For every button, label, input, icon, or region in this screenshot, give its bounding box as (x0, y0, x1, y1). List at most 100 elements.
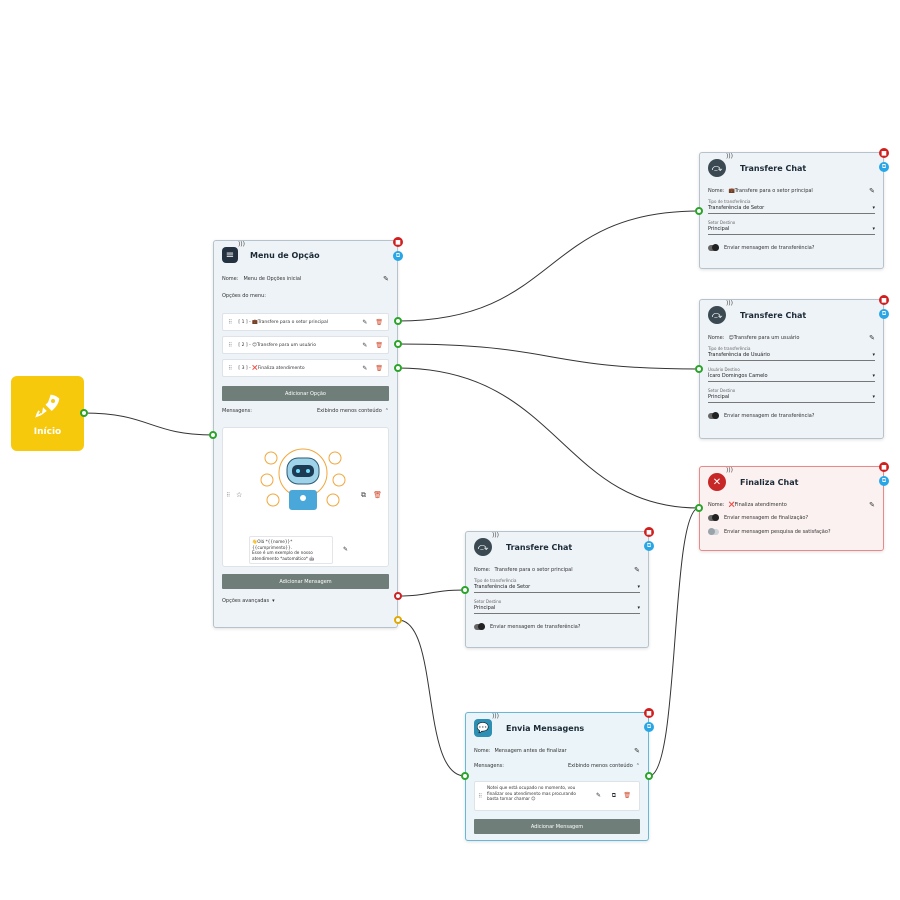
message-line-1: 👋Olá *{{nome}}* {{cumprimento}}. (252, 539, 293, 550)
edit-icon[interactable]: ✎ (343, 546, 349, 553)
edit-name-icon[interactable]: ✎ (383, 275, 389, 283)
delete-transfer-mid-icon[interactable]: ■ (879, 295, 889, 305)
edit-name-icon[interactable]: ✎ (869, 334, 875, 342)
user-select[interactable]: Ícaro Domingos Camelo▾ (708, 373, 875, 382)
menu-node-title: Menu de Opção (250, 250, 320, 260)
options-label: Opções do menu: (222, 293, 266, 299)
send-survey-toggle[interactable] (708, 528, 719, 535)
add-message-button[interactable]: Adicionar Mensagem (222, 574, 389, 589)
delete-transfer-low-icon[interactable]: ■ (644, 527, 654, 537)
edit-icon[interactable]: ✎ (362, 341, 368, 349)
menu-name-value: Menu de Opções inicial (243, 276, 302, 282)
add-option-button[interactable]: Adicionar Opção (222, 386, 389, 401)
copy-send-icon[interactable]: ⧉ (644, 722, 654, 732)
collapse-icon[interactable]: ⌃ (635, 763, 640, 769)
send-transfer-message-toggle[interactable] (474, 623, 485, 630)
transfer-chat-node-top[interactable]: ⤼))) Transfere Chat Nome: 💼Transfere par… (699, 152, 884, 269)
transfer-low-input-port[interactable] (461, 586, 469, 594)
advanced-options[interactable]: Opções avançadas ▾ (214, 598, 283, 604)
menu-option-2[interactable]: ⠿ [ 2 ] - 😊Transfere para um usuário ✎ 🗑 (222, 336, 389, 354)
option3-output-port[interactable] (394, 364, 402, 372)
menu-timeout-output-port[interactable] (394, 616, 402, 624)
collapse-icon[interactable]: ⌃ (384, 408, 389, 414)
option-text: [ 3 ] - ❌Finaliza atendimento (238, 365, 305, 371)
copy-transfer-mid-icon[interactable]: ⧉ (879, 309, 889, 319)
start-node[interactable]: Início (11, 376, 84, 451)
media-icon[interactable]: ⧉ (361, 491, 366, 499)
option1-output-port[interactable] (394, 317, 402, 325)
delete-menu-icon[interactable]: ■ (393, 237, 403, 247)
transfer-top-input-port[interactable] (695, 207, 703, 215)
chevron-down-icon: ▾ (637, 584, 640, 590)
delete-transfer-top-icon[interactable]: ■ (879, 148, 889, 158)
drag-handle-icon[interactable]: ⠿ (228, 341, 233, 349)
finish-chat-node[interactable]: ✕))) Finaliza Chat Nome: ❌Finaliza atend… (699, 466, 884, 551)
edit-icon[interactable]: ✎ (595, 792, 601, 799)
copy-transfer-top-icon[interactable]: ⧉ (879, 162, 889, 172)
trash-icon[interactable]: 🗑 (623, 792, 631, 799)
edit-icon[interactable]: ✎ (362, 364, 368, 372)
edit-name-icon[interactable]: ✎ (634, 566, 640, 574)
menu-node[interactable]: ≡))) Menu de Opção Nome: Menu de Opções … (213, 240, 398, 628)
send-finish-message-toggle[interactable] (708, 514, 719, 521)
menu-invalid-output-port[interactable] (394, 592, 402, 600)
transfer-type-select[interactable]: Transferência de Setor▾ (708, 205, 875, 214)
transfer-chat-node-low[interactable]: ⤼))) Transfere Chat Nome: Transfere para… (465, 531, 649, 648)
messages-label: Mensagens: (474, 763, 504, 769)
transfer-type-select[interactable]: Transferência de Setor▾ (474, 584, 640, 593)
copy-menu-icon[interactable]: ⧉ (393, 251, 403, 261)
add-message-button[interactable]: Adicionar Mensagem (474, 819, 640, 834)
send-messages-node[interactable]: 💬))) Envia Mensagens Nome: Mensagem ante… (465, 712, 649, 841)
send-message-card[interactable]: ⠿ Notei que está ocupado no momento, vou… (474, 781, 640, 811)
drag-handle-icon[interactable]: ⠿ (478, 793, 483, 800)
copy-finish-icon[interactable]: ⧉ (879, 476, 889, 486)
advanced-options-label[interactable]: Opções avançadas (222, 598, 270, 604)
transfer-chat-node-mid[interactable]: ⤼))) Transfere Chat Nome: 😊Transfere par… (699, 299, 884, 439)
trash-icon[interactable]: 🗑 (375, 341, 383, 349)
menu-input-port[interactable] (209, 431, 217, 439)
send-transfer-message-toggle[interactable] (708, 244, 719, 251)
sector-select[interactable]: Principal▾ (708, 394, 875, 403)
finish-input-port[interactable] (695, 504, 703, 512)
send-input-port[interactable] (461, 772, 469, 780)
menu-option-1[interactable]: ⠿ [ 1 ] - 💼Transfere para o setor princi… (222, 313, 389, 331)
chevron-down-icon[interactable]: ▾ (272, 598, 275, 604)
start-output-port[interactable] (80, 409, 88, 417)
user-value: Ícaro Domingos Camelo (708, 373, 768, 379)
trash-icon[interactable]: 🗑 (375, 364, 383, 372)
transfer-type-select[interactable]: Transferência de Usuário▾ (708, 352, 875, 361)
transfer-header: ⤼))) Transfere Chat (700, 153, 883, 183)
transfer-mid-input-port[interactable] (695, 365, 703, 373)
trash-icon[interactable]: 🗑 (373, 491, 382, 499)
drag-handle-icon[interactable]: ⠿ (228, 318, 233, 326)
edge-opt2-transfer-mid (397, 343, 700, 370)
message-card[interactable]: ⠿ ☆ ⧉ 🗑 (222, 427, 389, 567)
edit-icon[interactable]: ✎ (362, 318, 368, 326)
sector-select[interactable]: Principal▾ (474, 605, 640, 614)
sector-label: Setor Destino (708, 220, 736, 225)
media-icon[interactable]: ⧉ (611, 792, 616, 799)
edit-name-icon[interactable]: ✎ (869, 187, 875, 195)
drag-handle-icon[interactable]: ⠿ (226, 492, 231, 499)
trash-icon[interactable]: 🗑 (375, 318, 383, 326)
toggle-row-2: Enviar mensagem pesquisa de satisfação? (700, 528, 883, 535)
sector-value: Principal (708, 226, 730, 232)
star-icon[interactable]: ☆ (236, 491, 243, 499)
messages-toggle[interactable]: Exibindo menos conteúdo (567, 763, 633, 769)
delete-finish-icon[interactable]: ■ (879, 462, 889, 472)
messages-row: Mensagens: Exibindo menos conteúdo ⌃ (214, 408, 397, 414)
edit-name-icon[interactable]: ✎ (634, 747, 640, 755)
edit-name-icon[interactable]: ✎ (869, 501, 875, 509)
send-transfer-message-toggle[interactable] (708, 412, 719, 419)
option2-output-port[interactable] (394, 340, 402, 348)
messages-toggle[interactable]: Exibindo menos conteúdo (316, 408, 382, 414)
sector-select[interactable]: Principal▾ (708, 226, 875, 235)
edge-opt1-transfer-top (397, 210, 700, 322)
drag-handle-icon[interactable]: ⠿ (228, 364, 233, 372)
delete-send-icon[interactable]: ■ (644, 708, 654, 718)
send-output-port[interactable] (645, 772, 653, 780)
menu-option-3[interactable]: ⠿ [ 3 ] - ❌Finaliza atendimento ✎ 🗑 (222, 359, 389, 377)
copy-transfer-low-icon[interactable]: ⧉ (644, 541, 654, 551)
